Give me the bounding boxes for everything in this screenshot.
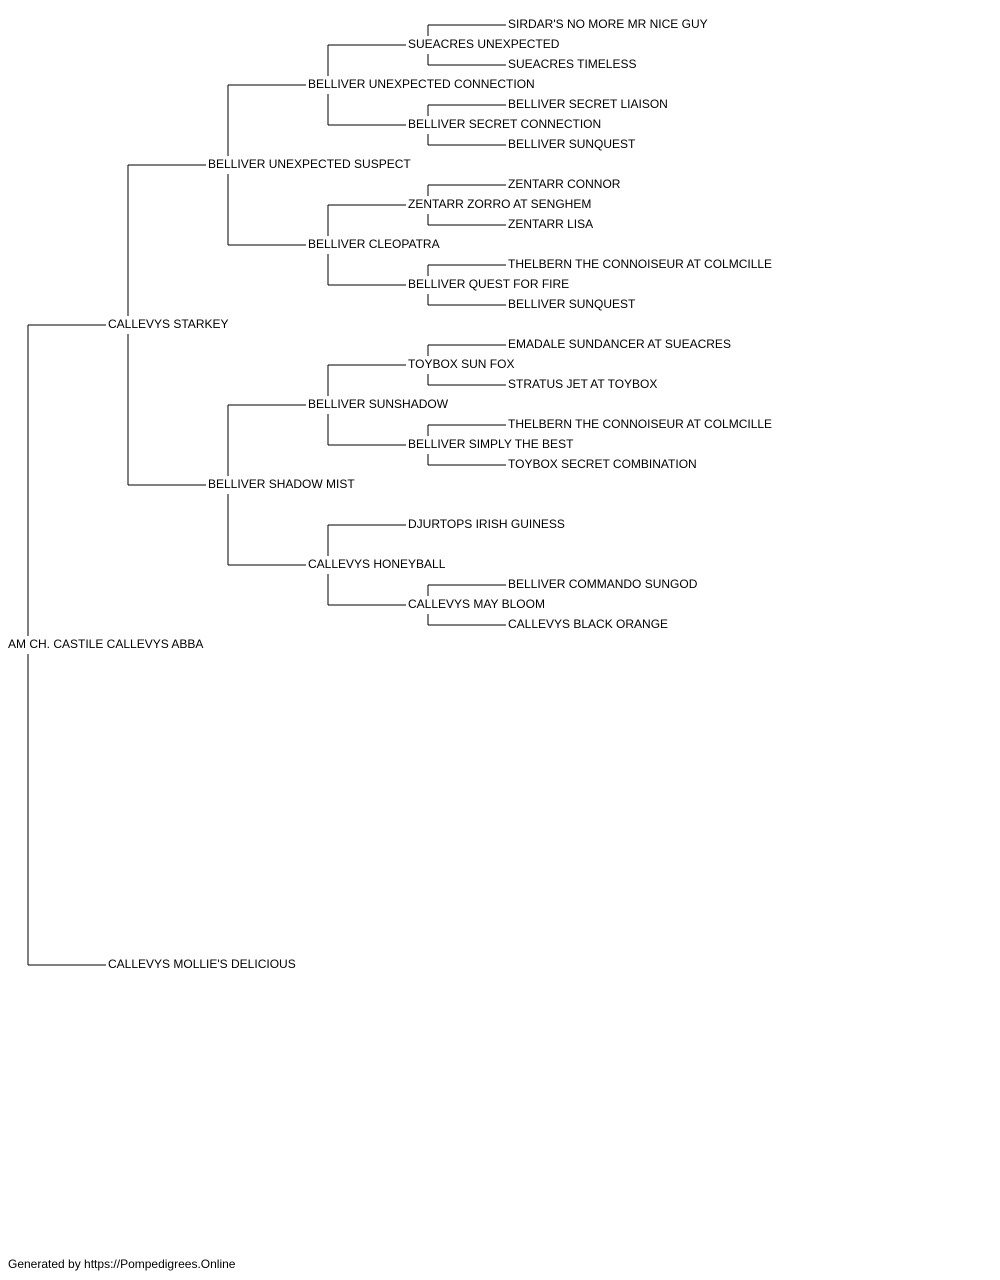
dog-name: SIRDAR'S NO MORE MR NICE GUY <box>508 17 708 31</box>
dog-name: BELLIVER SUNSHADOW <box>308 397 449 411</box>
dog-name: BELLIVER COMMANDO SUNGOD <box>508 577 698 591</box>
dog-name: TOYBOX SUN FOX <box>408 357 514 371</box>
dog-name: BELLIVER SUNQUEST <box>508 137 636 151</box>
dog-name: CALLEVYS MOLLIE'S DELICIOUS <box>108 957 296 971</box>
dog-name: THELBERN THE CONNOISEUR AT COLMCILLE <box>508 417 772 431</box>
footer-credit: Generated by https://Pompedigrees.Online <box>8 1257 236 1271</box>
dog-name: DJURTOPS IRISH GUINESS <box>408 517 565 531</box>
dog-name: CALLEVYS BLACK ORANGE <box>508 617 668 631</box>
dog-name: AM CH. CASTILE CALLEVYS ABBA <box>8 637 203 651</box>
pedigree-tree: AM CH. CASTILE CALLEVYS ABBA CALLEVYS STA… <box>8 17 772 971</box>
dog-name: CALLEVYS STARKEY <box>108 317 229 331</box>
dog-name: THELBERN THE CONNOISEUR AT COLMCILLE <box>508 257 772 271</box>
dog-name: ZENTARR ZORRO AT SENGHEM <box>408 197 591 211</box>
dog-name: BELLIVER SIMPLY THE BEST <box>408 437 574 451</box>
dog-name: CALLEVYS MAY BLOOM <box>408 597 545 611</box>
dog-name: SUEACRES UNEXPECTED <box>408 37 560 51</box>
dog-name: TOYBOX SECRET COMBINATION <box>508 457 697 471</box>
dog-name: BELLIVER CLEOPATRA <box>308 237 440 251</box>
dog-name: BELLIVER UNEXPECTED CONNECTION <box>308 77 535 91</box>
dog-name: BELLIVER UNEXPECTED SUSPECT <box>208 157 411 171</box>
dog-name: BELLIVER SUNQUEST <box>508 297 636 311</box>
dog-name: BELLIVER QUEST FOR FIRE <box>408 277 569 291</box>
dog-name: ZENTARR LISA <box>508 217 593 231</box>
dog-name: STRATUS JET AT TOYBOX <box>508 377 657 391</box>
dog-name: BELLIVER SECRET CONNECTION <box>408 117 601 131</box>
dog-name: BELLIVER SECRET LIAISON <box>508 97 668 111</box>
dog-name: CALLEVYS HONEYBALL <box>308 557 446 571</box>
dog-name: EMADALE SUNDANCER AT SUEACRES <box>508 337 731 351</box>
dog-name: BELLIVER SHADOW MIST <box>208 477 355 491</box>
dog-name: SUEACRES TIMELESS <box>508 57 636 71</box>
dog-name: ZENTARR CONNOR <box>508 177 621 191</box>
